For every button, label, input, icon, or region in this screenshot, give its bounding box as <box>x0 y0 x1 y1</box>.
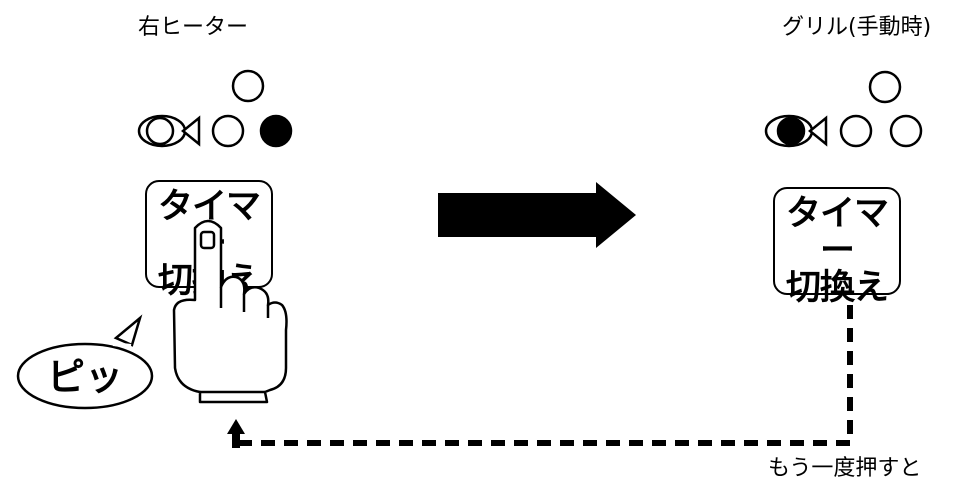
indicator-lamp-icon <box>889 114 923 148</box>
press-again-note: もう一度押すと <box>768 456 922 481</box>
speech-bubble-icon: ピッ <box>16 314 154 410</box>
indicator-lamp-icon <box>868 70 902 104</box>
indicator-group-right <box>764 70 923 148</box>
timer-button-line2: 切換え <box>785 267 889 308</box>
indicator-lamp-icon <box>211 114 245 148</box>
right-heater-label: 右ヒーター <box>138 15 249 40</box>
indicator-lamp-icon <box>259 114 293 148</box>
dashed-return-arrow-icon <box>227 305 853 448</box>
indicator-lamp-icon <box>839 114 873 148</box>
grill-manual-label: グリル(手動時) <box>782 15 932 40</box>
indicator-group-left <box>137 69 293 148</box>
timer-button-line1: タイマー <box>785 194 889 271</box>
finger-press-icon <box>172 219 288 404</box>
indicator-lamp-icon <box>231 69 265 103</box>
beep-text: ピッ <box>47 355 123 399</box>
timer-switch-button-right[interactable]: タイマー 切換え <box>773 187 901 306</box>
fish-icon <box>764 114 828 148</box>
fish-icon <box>137 114 201 148</box>
right-arrow-icon <box>438 182 636 248</box>
